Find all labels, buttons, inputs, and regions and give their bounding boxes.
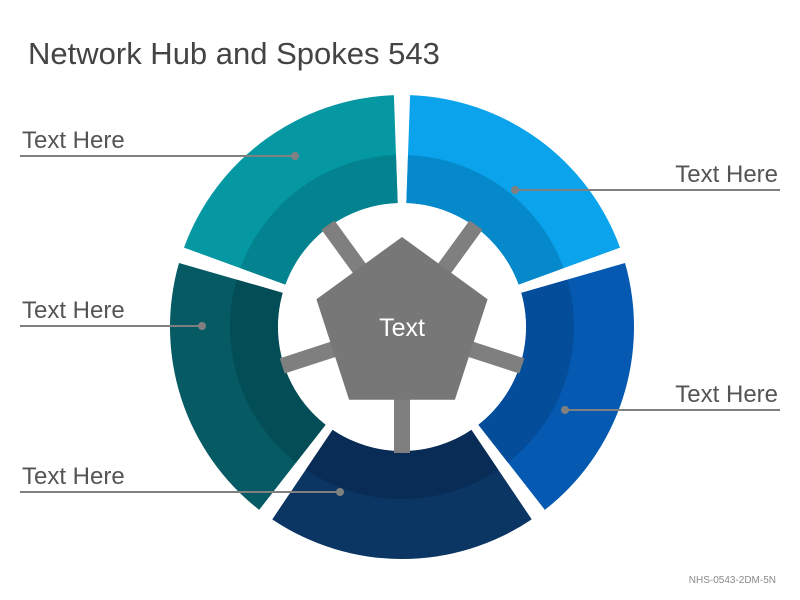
segment-inner-band-left	[230, 279, 326, 463]
hub-pentagon	[316, 237, 488, 400]
segment-inner-band-bottom	[305, 429, 499, 499]
leader-dot	[336, 488, 344, 496]
hub-label: Text	[379, 314, 425, 342]
leader-dot	[291, 152, 299, 160]
footer-code: NHS-0543-2DM-5N	[688, 575, 776, 586]
leader-dot	[198, 322, 206, 330]
page-title: Network Hub and Spokes 543	[28, 36, 440, 71]
segment-label-top-left: Text Here	[22, 127, 125, 154]
segment-label-left: Text Here	[22, 297, 125, 324]
segment-label-top-right: Text Here	[675, 161, 778, 188]
segment-inner-band-top-left	[240, 155, 398, 285]
segment-inner-band-top-right	[406, 155, 564, 285]
segment-label-bottom-right: Text Here	[675, 381, 778, 408]
segment-top-left	[183, 95, 398, 285]
segment-label-bottom-left-lower: Text Here	[22, 463, 125, 490]
leader-dot	[511, 186, 519, 194]
leader-dot	[561, 406, 569, 414]
segment-inner-band-bottom-right	[478, 279, 574, 463]
